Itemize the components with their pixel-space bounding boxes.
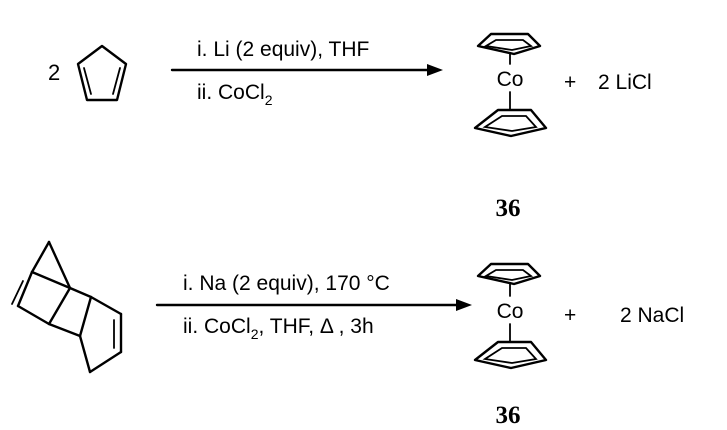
cyclopentadiene-structure bbox=[76, 44, 128, 102]
cobalt-label-2: Co bbox=[497, 300, 524, 323]
reaction-1-condition-2: ii. CoCl2 bbox=[197, 81, 273, 108]
reaction-2-condition-2: ii. CoCl2, THF, Δ , 3h bbox=[183, 315, 374, 342]
reaction-arrow-2 bbox=[155, 299, 472, 311]
compound-number-1: 36 bbox=[496, 195, 521, 222]
compound-number-2: 36 bbox=[496, 402, 521, 429]
reaction-1-condition-1: i. Li (2 equiv), THF bbox=[197, 38, 369, 61]
reaction-arrow-1 bbox=[170, 64, 443, 76]
cobalt-label-1: Co bbox=[497, 68, 524, 91]
reaction-2: i. Na (2 equiv), 170 °C ii. CoCl2, THF, … bbox=[11, 240, 684, 429]
reaction-1: 2 i. Li (2 equiv), THF ii. CoCl2 Co + 2 … bbox=[48, 32, 652, 222]
byproduct-1: 2 LiCl bbox=[598, 71, 652, 94]
reactant-coefficient: 2 bbox=[48, 60, 60, 85]
byproduct-2: 2 NaCl bbox=[620, 304, 684, 327]
plus-sign-1: + bbox=[564, 71, 576, 94]
cobaltocene-structure-1: Co bbox=[473, 32, 548, 138]
plus-sign-2: + bbox=[564, 304, 576, 327]
dicyclopentadiene-structure bbox=[11, 240, 123, 374]
reaction-2-condition-1: i. Na (2 equiv), 170 °C bbox=[183, 272, 390, 295]
cobaltocene-structure-2: Co bbox=[473, 262, 548, 370]
